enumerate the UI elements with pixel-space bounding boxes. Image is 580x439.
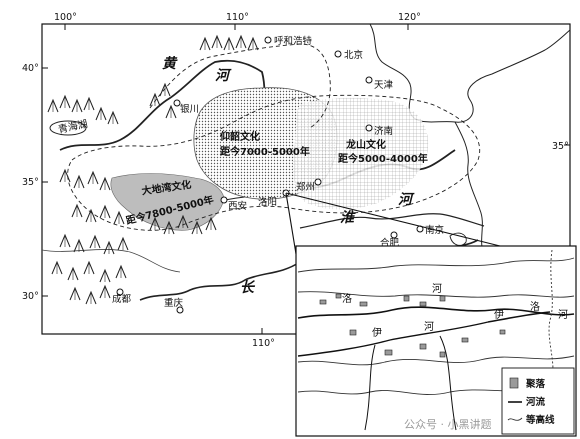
inset-yi-river (297, 321, 489, 357)
dadiwan-region (110, 173, 225, 231)
watermark-text: 公众号 · 小黑讲题 (404, 417, 492, 431)
boundary-line (41, 249, 181, 273)
legend-settlement-symbol (509, 377, 519, 389)
inset-south-tributary-2 (439, 335, 457, 431)
legend-river-label: 河流 (526, 396, 546, 408)
city-chongqing: 重庆 (164, 297, 184, 309)
city-beijing: 北京 (344, 49, 363, 61)
huai-river (299, 213, 485, 229)
inset-leader-right (285, 192, 501, 247)
north-extent-dashed (149, 43, 331, 129)
inset-settlements (319, 293, 506, 358)
graticule-ticks (42, 24, 570, 334)
city-chengdu: 成都 (112, 293, 132, 305)
city-jinan: 济南 (374, 125, 393, 137)
city-hohhot: 呼和浩特 (274, 35, 313, 47)
lon-110-bottom-label: 110° (252, 338, 275, 349)
inset-contour-3 (297, 355, 575, 366)
lat-35-right-label: 35° (552, 141, 569, 152)
inset-contour-1 (297, 257, 575, 273)
inset-luo-river (297, 306, 575, 319)
river-label-he-north: 河 (215, 68, 232, 84)
legend-settlement-label: 聚落 (525, 378, 546, 390)
lon-110-top-label: 110° (226, 12, 249, 23)
inset-legend: 聚落 河流 等高线 (501, 367, 575, 435)
inset-leader-left (285, 192, 297, 255)
inset-luo-char: 洛 (342, 292, 352, 305)
city-tianjin: 天津 (374, 80, 394, 91)
lon-120-label: 120° (398, 12, 421, 23)
city-luoyang: 洛阳 (258, 196, 277, 208)
lat-30-label: 30° (22, 291, 39, 302)
city-xian: 西安 (228, 200, 247, 212)
city-markers (116, 36, 424, 314)
inset-yiluo-he-char: 河 (558, 309, 568, 321)
city-yinchuan: 银川 (180, 103, 199, 115)
river-label-he-east: 河 (398, 192, 415, 208)
inset-map: 洛 河 伊 河 伊 洛 河 聚落 河流 等高线 公众号 · 小黑讲题 (295, 245, 577, 437)
inset-yiluo-luo-char: 洛 (530, 300, 540, 313)
inset-luo-he-char: 河 (432, 283, 442, 295)
longshan-name: 龙山文化 (345, 138, 386, 151)
yangshao-name: 仰韶文化 (220, 130, 260, 143)
river-label-huai: 淮 (340, 209, 356, 226)
longshan-age: 距今5000-4000年 (338, 152, 428, 165)
legend-contour-label: 等高线 (525, 414, 555, 426)
coastline-east (454, 121, 485, 256)
longshan-region (292, 97, 429, 210)
inset-yi-he-char: 河 (424, 321, 434, 333)
city-zhengzhou: 郑州 (296, 181, 315, 193)
lat-40-label: 40° (22, 63, 39, 74)
legend-contour-symbol (507, 417, 523, 421)
qinghai-lake (49, 120, 87, 136)
river-label-chang: 长 (240, 280, 256, 296)
inset-south-tributary (364, 344, 376, 431)
inset-yiluo-river (487, 311, 551, 323)
lat-35-left-label: 35° (22, 177, 39, 188)
culture-extent-dashed (67, 94, 480, 231)
lon-100-label: 100° (54, 12, 77, 23)
yangshao-age: 距今7000-5000年 (220, 145, 310, 158)
inset-yi-char: 伊 (372, 327, 382, 339)
river-label-huang: 黄 (162, 55, 178, 72)
inset-yiluo-yi-char: 伊 (494, 309, 504, 321)
